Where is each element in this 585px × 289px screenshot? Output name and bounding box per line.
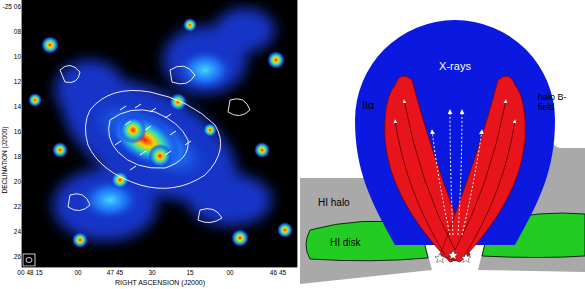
axis-tick: 00 48 15 <box>17 270 42 277</box>
axis-tick: 00 <box>226 270 233 277</box>
axis-tick: 20 <box>14 179 21 186</box>
hi-halo-region: HI halo <box>318 197 350 208</box>
axis-tick: 24 <box>14 229 21 236</box>
xray-region: X-rays <box>439 60 471 72</box>
axis-tick: 14 <box>14 104 21 111</box>
region-label: HI halo <box>318 197 350 208</box>
axis-tick: 00 <box>74 270 81 277</box>
axis-tick: 18 <box>14 154 21 161</box>
axis-tick: 22 <box>14 204 21 211</box>
axis-tick: 16 <box>14 129 21 136</box>
axis-title: RIGHT ASCENSION (J2000) <box>115 279 205 286</box>
axis-tick: 12 <box>14 79 21 86</box>
component-label: IIα <box>362 100 374 111</box>
region-label: HI disk <box>330 237 361 248</box>
axis-title: DECLINATION (J2000) <box>2 126 9 193</box>
axis-tick: 47 45 <box>107 270 123 277</box>
axis-tick: 15 <box>186 270 193 277</box>
component-label: halo B-field <box>538 92 572 113</box>
hi-disk-region: HI disk <box>330 237 361 248</box>
axis-tick: 08 <box>14 29 21 36</box>
axis-tick: 46 45 <box>270 270 286 277</box>
region-label: X-rays <box>439 60 471 72</box>
outflow-schematic <box>300 20 585 284</box>
axis-tick: -25 06 <box>3 4 21 11</box>
axis-tick: 30 <box>148 270 155 277</box>
axis-tick: 10 <box>14 54 21 61</box>
axis-tick: 26 <box>14 254 21 261</box>
sky-image <box>22 0 297 267</box>
